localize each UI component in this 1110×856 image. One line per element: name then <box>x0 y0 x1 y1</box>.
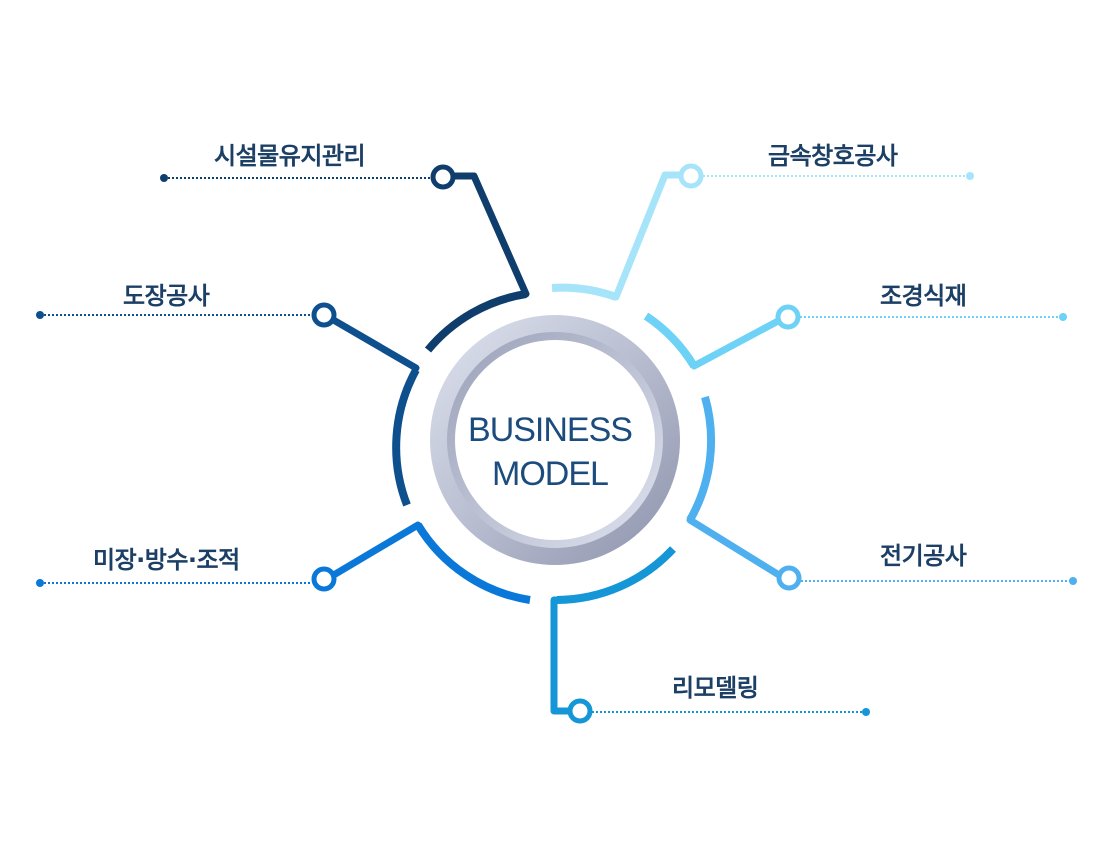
label-plaster-waterproof: 미장·방수·조적 <box>93 546 240 574</box>
end-dot-metal-window <box>966 172 974 180</box>
center-title-line2: MODEL <box>492 455 609 493</box>
connectors <box>326 171 784 715</box>
arc-metal-window <box>551 283 618 301</box>
end-dot-plaster <box>36 579 44 587</box>
connector-landscaping <box>690 316 784 370</box>
label-remodeling: 리모델링 <box>672 674 759 702</box>
node-remodeling <box>567 698 593 724</box>
label-electrical: 전기공사 <box>880 542 967 570</box>
end-dot-facility <box>160 174 168 182</box>
label-painting: 도장공사 <box>123 282 210 310</box>
label-metal-window: 금속창호공사 <box>768 142 898 170</box>
arc-painting <box>392 368 420 507</box>
center-ring <box>430 315 680 565</box>
connector-remodeling <box>550 596 573 715</box>
label-landscaping: 조경식재 <box>880 282 967 310</box>
outer-arcs <box>392 283 715 604</box>
connector-painting <box>326 314 420 372</box>
node-facility <box>430 164 456 190</box>
arc-plaster <box>414 522 531 604</box>
center-title: BUSINESS MODEL <box>450 408 650 496</box>
end-dot-remodeling <box>862 708 870 716</box>
arc-landscaping <box>643 312 698 369</box>
node-landscaping <box>775 304 801 330</box>
connector-electrical <box>686 516 783 579</box>
end-dot-landscaping <box>1059 313 1067 321</box>
end-dot-electrical <box>1069 577 1077 585</box>
connector-metal-window <box>612 171 685 301</box>
node-painting <box>311 302 337 328</box>
connector-facility <box>449 172 530 298</box>
arc-remodeling <box>556 546 676 604</box>
node-plaster <box>311 566 337 592</box>
node-metal-window <box>678 163 704 189</box>
leader-lines <box>40 175 1073 713</box>
connector-plaster <box>328 521 422 580</box>
center-title-line1: BUSINESS <box>468 411 633 449</box>
label-facility-maintenance: 시설물유지관리 <box>214 142 366 170</box>
arc-electrical <box>686 395 715 522</box>
end-dot-painting <box>36 311 44 319</box>
leader-end-dots <box>36 172 1077 716</box>
node-circles <box>311 163 802 724</box>
node-electrical <box>776 565 802 591</box>
arc-facility <box>424 290 527 353</box>
